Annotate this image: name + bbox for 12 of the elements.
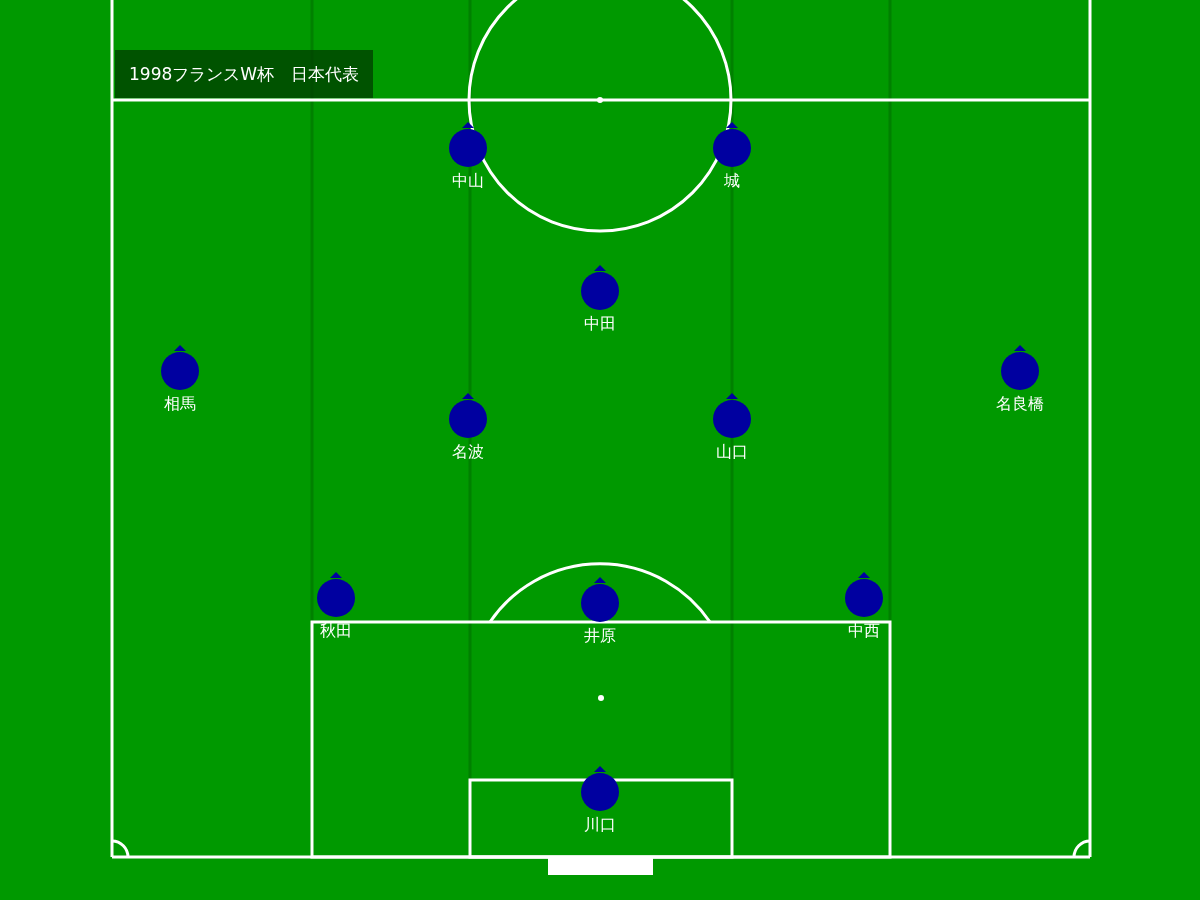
player-name: 城 bbox=[724, 171, 740, 192]
player-name: 秋田 bbox=[320, 621, 352, 642]
player-name: 名波 bbox=[452, 442, 484, 463]
player-name: 中西 bbox=[848, 621, 880, 642]
player-name: 井原 bbox=[584, 626, 616, 647]
player-name: 名良橋 bbox=[996, 394, 1044, 415]
player-name: 川口 bbox=[584, 815, 616, 836]
player-name: 中田 bbox=[584, 314, 616, 335]
title: 1998フランスW杯 日本代表 bbox=[115, 50, 374, 98]
player-name: 中山 bbox=[452, 171, 484, 192]
player-name: 相馬 bbox=[164, 394, 196, 415]
player-name: 山口 bbox=[716, 442, 748, 463]
